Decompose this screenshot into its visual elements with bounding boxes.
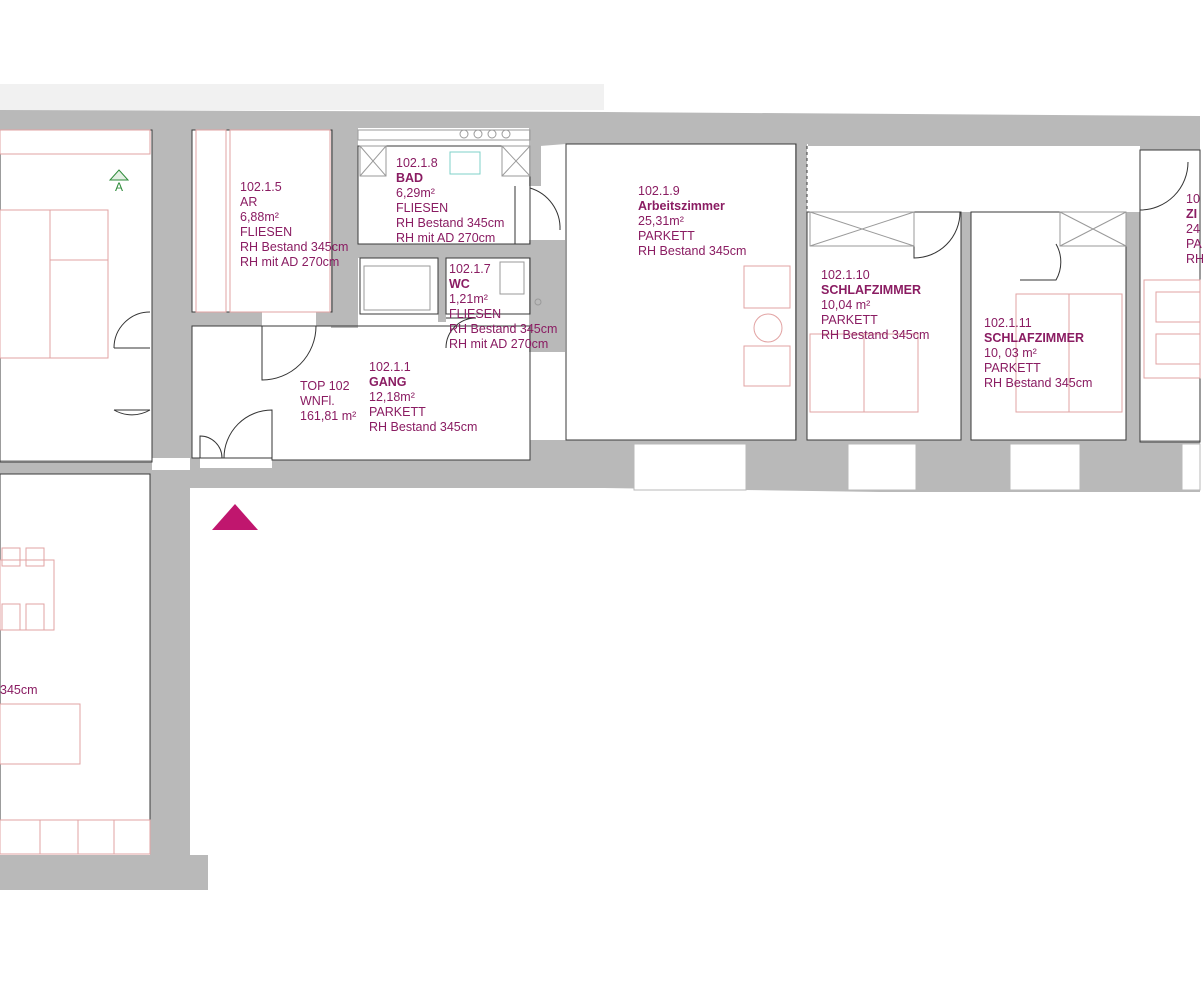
apartment-number: TOP 102 (300, 379, 350, 393)
top-band (0, 84, 604, 110)
room-label-wc: 102.1.7 WC 1,21m² FLIESEN RH Bestand 345… (449, 262, 558, 351)
room-label-ar-clip: 102.1.5 AR 6,88m² FLIESEN RH Bestand 345… (240, 180, 348, 270)
room-label-schlafzimmer-11: 102.1.11 SCHLAFZIMMER 10, 03 m² PARKETT … (984, 316, 1093, 390)
apartment-area: 161,81 m² (300, 409, 357, 423)
apartment-summary: TOP 102 WNFl. 161,81 m² (297, 378, 360, 425)
windows (633, 443, 1201, 491)
room-label-arbeitszimmer: 102.1.9 Arbeitszimmer 25,31m² PARKETT RH… (638, 184, 747, 258)
section-marker-icon (108, 169, 130, 181)
apartment-area-label: WNFl. (300, 394, 335, 408)
living-room-height: 345cm (0, 683, 38, 697)
section-marker-label: A (115, 180, 124, 194)
furniture (0, 129, 1201, 855)
doors (113, 161, 1189, 459)
room-label-zi-clip: 10 ZI 24 PA RH (1186, 192, 1204, 266)
sanitary-fixtures (357, 129, 1127, 311)
walls (0, 110, 1200, 890)
room-label-gang: 102.1.1 GANG 12,18m² PARKETT RH Bestand … (369, 360, 478, 434)
room-label-zi: 10 ZI 24 PA RH (1186, 192, 1204, 266)
room-label-schlafzimmer-10: 102.1.10 SCHLAFZIMMER 10,04 m² PARKETT R… (821, 268, 930, 342)
room-outlines (0, 129, 1201, 855)
room-label-ar: 102.1.5 AR 6,88m² FLIESEN RH Bestand 345… (240, 180, 349, 269)
room-label-bad: 102.1.8 BAD 6,29m² FLIESEN RH Bestand 34… (396, 156, 505, 245)
entrance-marker-icon (212, 504, 258, 530)
